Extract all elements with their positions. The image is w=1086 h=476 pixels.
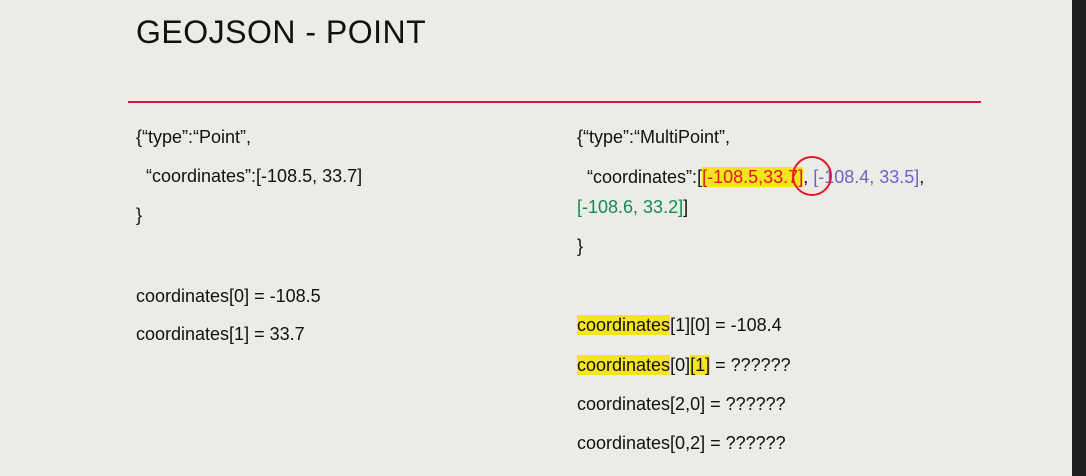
expr-2-index-1: [0] xyxy=(670,355,691,375)
point-1-open: [ xyxy=(702,167,708,187)
window-edge xyxy=(1072,0,1086,476)
expr-1-index: [1][0] xyxy=(670,315,711,335)
outer-close-bracket: ] xyxy=(683,197,689,217)
expr-2-index-2: [1] xyxy=(690,355,711,375)
right-code-line-3: [-108.6, 33.2]] xyxy=(577,197,688,218)
expr-1-rest: = -108.4 xyxy=(710,315,782,335)
point-1-y: 33.7 xyxy=(763,167,799,187)
annotation-circle xyxy=(792,156,832,196)
point-3: [-108.6, 33.2] xyxy=(577,197,684,217)
right-expression-2: coordinates[0][1] = ?????? xyxy=(577,355,791,376)
expr-2-rest: = ?????? xyxy=(710,355,791,375)
left-code-line-2: “coordinates”:[-108.5, 33.7] xyxy=(146,166,363,186)
separator-2: , xyxy=(919,167,925,187)
left-code-line-3: } xyxy=(136,205,143,225)
point-1: [-108.5,33.7] xyxy=(702,167,804,187)
left-expression-2: coordinates[1] = 33.7 xyxy=(136,324,305,344)
right-code-line-4: } xyxy=(577,236,584,256)
right-code-line-2: “coordinates”:[[-108.5,33.7], [-108.4, 3… xyxy=(587,167,924,188)
coordinates-key: “coordinates”: xyxy=(587,167,698,187)
outer-open-bracket: [ xyxy=(697,167,703,187)
right-expression-4: coordinates[0,2] = ?????? xyxy=(577,433,786,453)
point-1-x: -108.5, xyxy=(707,167,764,187)
right-code-line-1: {“type”:“MultiPoint”, xyxy=(577,127,731,147)
left-code-line-1: {“type”:“Point”, xyxy=(136,127,252,147)
right-expression-3: coordinates[2,0] = ?????? xyxy=(577,394,786,414)
slide-title: GEOJSON - POINT xyxy=(136,14,427,50)
title-divider xyxy=(128,101,981,103)
left-expression-1: coordinates[0] = -108.5 xyxy=(136,286,321,306)
expr-1-name: coordinates xyxy=(577,315,671,335)
expr-2-name: coordinates xyxy=(577,355,671,375)
point-2: [-108.4, 33.5] xyxy=(813,167,920,187)
right-expression-1: coordinates[1][0] = -108.4 xyxy=(577,315,782,336)
